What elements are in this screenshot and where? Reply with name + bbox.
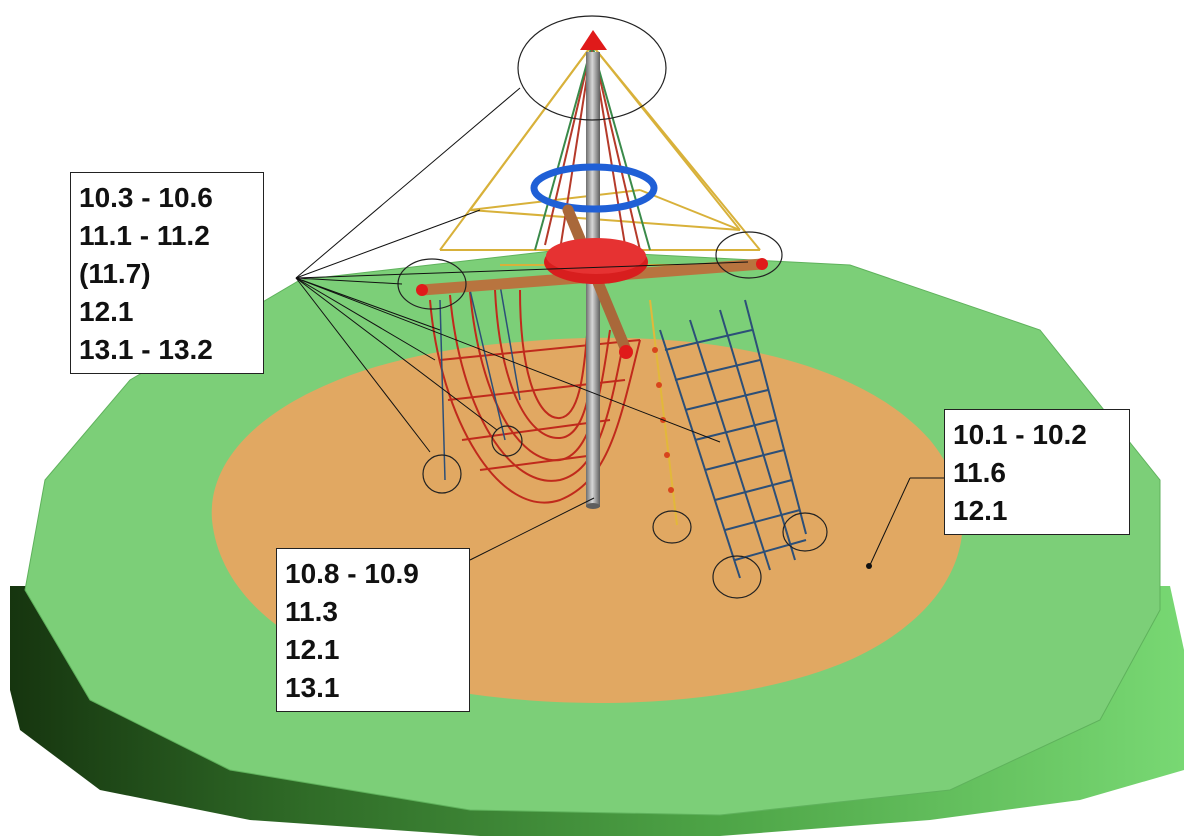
highlight-anchor-e — [712, 555, 762, 599]
label-line: 13.1 — [285, 672, 340, 703]
label-line: 10.8 - 10.9 — [285, 558, 419, 589]
highlight-circles — [397, 15, 828, 599]
highlight-anchor-b — [491, 425, 523, 457]
sand-marker-dot — [866, 563, 872, 569]
label-line: 11.3 — [285, 596, 338, 627]
highlight-top — [517, 15, 667, 121]
label-box-right: 10.1 - 10.2 11.6 12.1 — [944, 409, 1130, 535]
leader-lines — [295, 87, 944, 566]
label-line: 12.1 — [285, 634, 340, 665]
highlight-anchor-d — [782, 512, 828, 552]
label-line: 13.1 - 13.2 — [79, 334, 213, 365]
pole-top-cone — [580, 30, 607, 50]
green-ropes — [534, 44, 651, 251]
label-box-top-left: 10.3 - 10.6 11.1 - 11.2 (11.7) 12.1 13.1… — [70, 172, 264, 374]
highlight-anchor-c — [652, 510, 692, 544]
blue-ladder-net — [659, 299, 807, 579]
blue-ring — [530, 163, 658, 213]
label-box-bottom: 10.8 - 10.9 11.3 12.1 13.1 — [276, 548, 470, 712]
label-line: 10.1 - 10.2 — [953, 419, 1087, 450]
label-line: 11.6 — [953, 457, 1006, 488]
label-line: (11.7) — [79, 258, 151, 289]
label-line: 12.1 — [79, 296, 134, 327]
highlight-right-beam — [715, 231, 783, 279]
label-line: 12.1 — [953, 495, 1008, 526]
label-line: 10.3 - 10.6 — [79, 182, 213, 213]
label-line: 11.1 - 11.2 — [79, 220, 210, 251]
highlight-anchor-a — [422, 454, 462, 494]
left-side-net — [439, 284, 521, 481]
